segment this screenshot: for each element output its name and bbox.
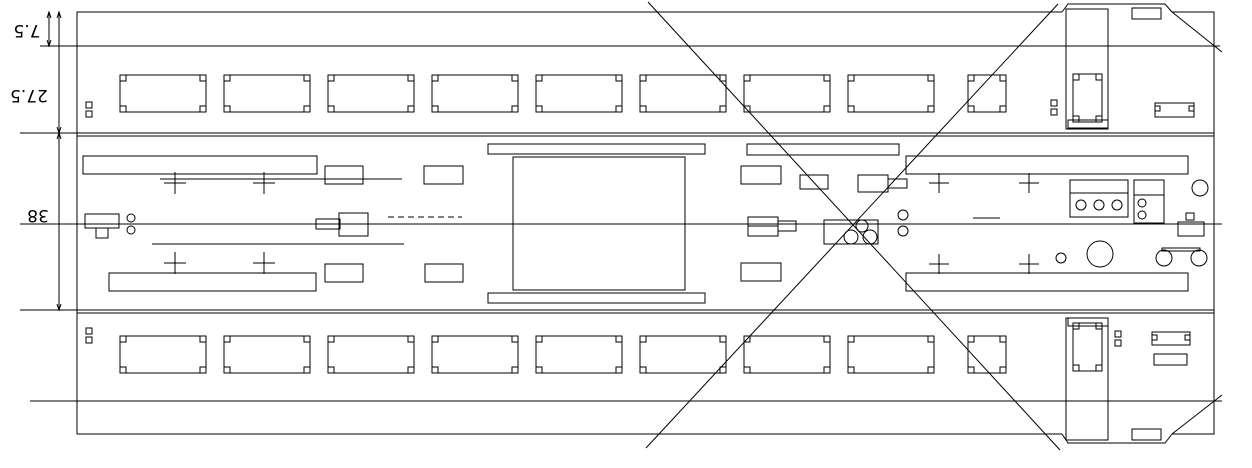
right-components — [1050, 7, 1195, 441]
middle-band — [82, 143, 1209, 304]
dimension-lines — [46, 10, 62, 312]
dimension-label-27-5: 27.5 — [10, 85, 48, 105]
horizontal-lines — [20, 45, 1222, 402]
top-pad-row — [119, 74, 1007, 113]
dimension-label-38: 38 — [27, 205, 49, 225]
left-small-squares — [85, 101, 93, 344]
diagonal-lines — [645, 1, 1223, 451]
bottom-pad-row — [119, 335, 1007, 374]
dimension-label-7-5: 7.5 — [13, 20, 40, 40]
outer-frame — [76, 3, 1215, 444]
